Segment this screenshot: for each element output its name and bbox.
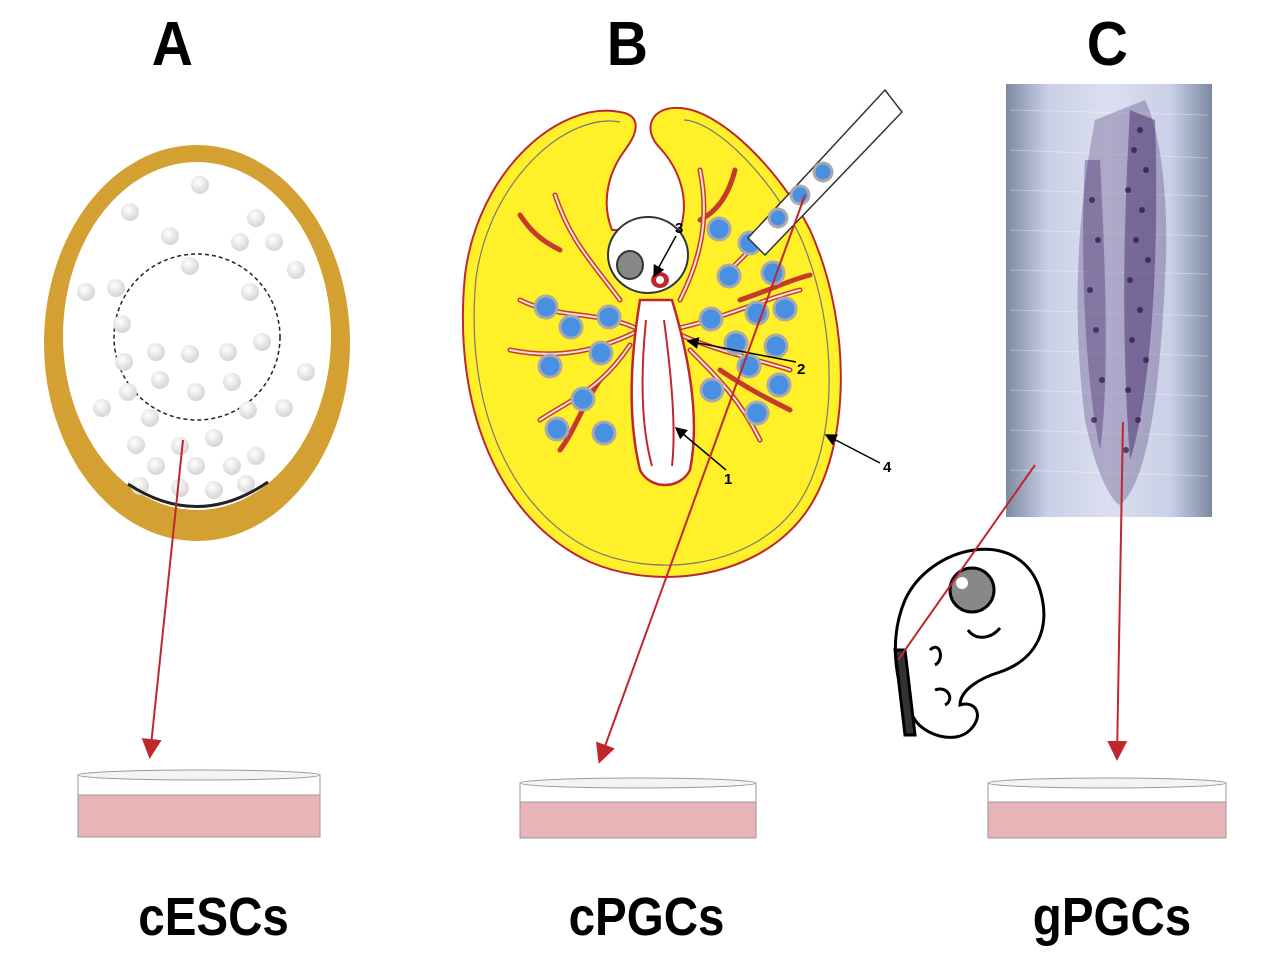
callout-arrow-1 bbox=[674, 427, 727, 471]
yolk-outline bbox=[113, 253, 281, 421]
callout-4: 4 bbox=[883, 459, 892, 476]
callout-3: 3 bbox=[675, 220, 683, 237]
embryo-yolk-diagram: 1 2 3 4 bbox=[461, 88, 903, 578]
callout-2: 2 bbox=[797, 361, 805, 378]
arrow-a-to-dish bbox=[141, 439, 184, 759]
injection-needle bbox=[746, 88, 903, 257]
culture-dish-b bbox=[519, 777, 757, 839]
arrow-c-to-dish bbox=[1107, 421, 1128, 761]
callout-arrow-4 bbox=[824, 434, 881, 464]
callout-arrow-3 bbox=[653, 235, 677, 278]
caption-cpgcs: cPGCs bbox=[568, 887, 725, 947]
blood-cells bbox=[533, 216, 798, 446]
caption-gpgcs: gPGCs bbox=[1032, 887, 1192, 947]
culture-dish-c bbox=[987, 777, 1227, 839]
gonad-micrograph bbox=[1006, 84, 1212, 517]
callout-1: 1 bbox=[724, 471, 732, 488]
blastoderm-arc bbox=[127, 480, 269, 508]
arrow-c-embryo-link bbox=[897, 464, 1036, 661]
panel-letter-a: A bbox=[151, 10, 193, 79]
panel-letter-c: C bbox=[1086, 10, 1128, 79]
culture-dish-a bbox=[77, 769, 321, 838]
panel-letter-b: B bbox=[606, 10, 648, 79]
egg-white bbox=[63, 162, 331, 510]
caption-cescs: cESCs bbox=[138, 887, 289, 947]
embryo bbox=[607, 216, 696, 487]
chick-embryo-drawing bbox=[893, 547, 1046, 739]
egg-diagram bbox=[44, 145, 350, 541]
cell-clusters bbox=[77, 176, 315, 499]
callout-arrow-2 bbox=[686, 337, 797, 363]
arrow-b-to-dish bbox=[596, 194, 806, 764]
